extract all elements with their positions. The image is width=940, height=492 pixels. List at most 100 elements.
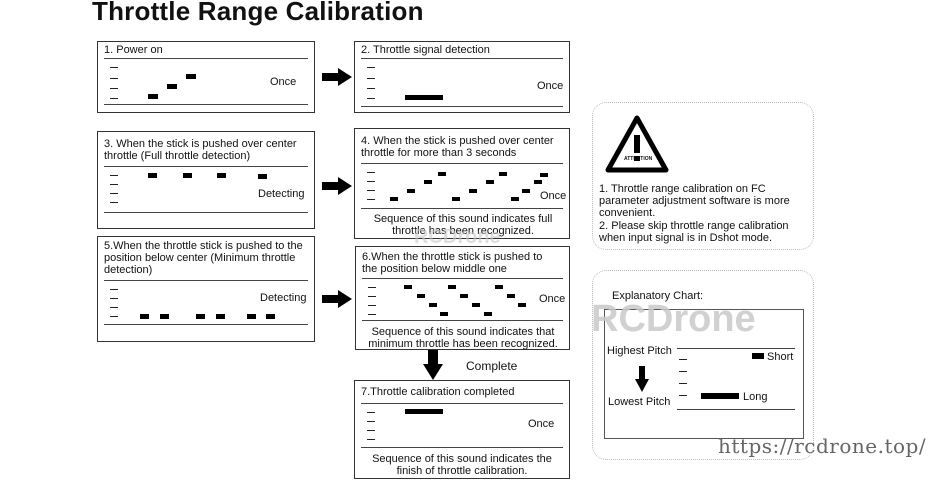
pitch-tick bbox=[110, 202, 118, 203]
right-arrow-icon bbox=[322, 68, 352, 86]
step-6-minimum-throttle-recognized: 6.When the throttle stick is pushed to t… bbox=[355, 246, 570, 350]
step-7-note: Sequence of this sound indicates the fin… bbox=[372, 453, 552, 477]
tone-mark bbox=[484, 312, 492, 316]
pitch-tick bbox=[367, 439, 375, 440]
pitch-tick bbox=[679, 359, 687, 360]
tone-mark bbox=[452, 197, 460, 201]
tone-mark bbox=[160, 314, 169, 319]
long-tone-mark bbox=[701, 393, 739, 399]
pitch-tick bbox=[679, 383, 687, 384]
tone-mark bbox=[390, 197, 398, 201]
pitch-tick bbox=[367, 181, 375, 182]
tone-mark bbox=[424, 180, 432, 184]
divider bbox=[362, 320, 563, 321]
tone-mark bbox=[440, 312, 448, 316]
step-4-title: 4. When the stick is pushed over center … bbox=[361, 135, 554, 159]
tone-mark bbox=[472, 303, 480, 307]
step-4-full-throttle-recognized: 4. When the stick is pushed over center … bbox=[354, 128, 570, 239]
explanatory-title: Explanatory Chart: bbox=[612, 290, 704, 302]
tone-mark-long bbox=[405, 95, 443, 100]
divider bbox=[677, 348, 795, 349]
pitch-tick bbox=[367, 78, 375, 79]
tone-mark bbox=[140, 314, 149, 319]
tone-mark bbox=[438, 172, 446, 176]
attention-icon-text: ATTENTION bbox=[624, 156, 653, 162]
step-3-full-throttle: 3. When the stick is pushed over center … bbox=[97, 131, 315, 229]
step-5-title: 5.When the throttle stick is pushed to t… bbox=[104, 240, 303, 276]
step-6-status: Once bbox=[539, 293, 566, 305]
tone-mark bbox=[217, 173, 226, 178]
pitch-tick bbox=[367, 98, 375, 99]
pitch-tick bbox=[367, 430, 375, 431]
pitch-tick bbox=[368, 305, 376, 306]
pitch-tick bbox=[367, 88, 375, 89]
tone-mark bbox=[448, 285, 456, 289]
pitch-tick bbox=[367, 67, 375, 68]
tone-mark bbox=[518, 303, 526, 307]
tone-mark bbox=[258, 174, 267, 179]
highest-pitch-label: Highest Pitch bbox=[607, 345, 672, 357]
tone-mark bbox=[167, 84, 177, 89]
divider bbox=[361, 403, 563, 404]
tone-mark bbox=[469, 189, 477, 193]
step-1-status: Once bbox=[270, 76, 297, 88]
divider bbox=[104, 58, 308, 59]
tone-mark bbox=[486, 180, 494, 184]
short-label: Short bbox=[767, 351, 794, 363]
attention-warning-icon bbox=[605, 115, 669, 173]
down-arrow-icon bbox=[635, 366, 649, 392]
watermark-large: RCDrone bbox=[591, 298, 756, 340]
pitch-tick bbox=[368, 296, 376, 297]
step-3-title: 3. When the stick is pushed over center … bbox=[104, 138, 297, 162]
short-tone-mark bbox=[752, 353, 764, 359]
pitch-tick bbox=[110, 78, 118, 79]
lowest-pitch-label: Lowest Pitch bbox=[608, 396, 671, 408]
pitch-tick bbox=[110, 289, 118, 290]
tone-mark-long bbox=[405, 409, 443, 414]
step-4-status: Once bbox=[540, 190, 567, 202]
step-5-minimum-throttle: 5.When the throttle stick is pushed to t… bbox=[97, 236, 315, 342]
step-2-signal-detection: 2. Throttle signal detection Once bbox=[354, 41, 570, 113]
tone-mark bbox=[495, 285, 503, 289]
tone-mark bbox=[148, 94, 158, 99]
tone-mark bbox=[429, 303, 437, 307]
step-3-status: Detecting bbox=[258, 188, 305, 200]
pitch-tick bbox=[367, 421, 375, 422]
pitch-tick bbox=[110, 307, 118, 308]
pitch-tick bbox=[679, 371, 687, 372]
tone-mark bbox=[186, 74, 196, 79]
pitch-tick bbox=[368, 287, 376, 288]
step-2-status: Once bbox=[537, 80, 564, 92]
tone-mark bbox=[196, 314, 205, 319]
tone-mark bbox=[266, 314, 275, 319]
step-7-status: Once bbox=[528, 418, 555, 430]
step-7-calibration-completed: 7.Throttle calibration completed Once Se… bbox=[354, 380, 570, 479]
step-7-title: 7.Throttle calibration completed bbox=[361, 386, 515, 398]
divider bbox=[361, 163, 563, 164]
attention-note-1: 1. Throttle range calibration on FC para… bbox=[599, 183, 790, 219]
right-arrow-icon bbox=[322, 290, 352, 308]
source-url: https://rcdrone.top/ bbox=[718, 434, 927, 458]
long-label: Long bbox=[743, 391, 768, 403]
pitch-tick bbox=[110, 316, 118, 317]
pitch-tick bbox=[367, 412, 375, 413]
watermark-small: RCDrone bbox=[414, 226, 501, 248]
step-1-power-on: 1. Power on Once bbox=[97, 41, 315, 113]
divider bbox=[362, 278, 563, 279]
explanatory-chart bbox=[604, 309, 804, 439]
divider bbox=[104, 166, 308, 167]
tone-mark bbox=[499, 172, 507, 176]
tone-mark bbox=[216, 314, 225, 319]
tone-mark bbox=[417, 294, 425, 298]
step-6-title: 6.When the throttle stick is pushed to t… bbox=[362, 251, 543, 275]
attention-panel: ATTENTION 1. Throttle range calibration … bbox=[592, 102, 814, 250]
divider bbox=[677, 409, 795, 410]
divider bbox=[361, 58, 563, 59]
tone-mark bbox=[534, 180, 542, 184]
tone-mark bbox=[183, 173, 192, 178]
pitch-tick bbox=[110, 298, 118, 299]
pitch-tick bbox=[110, 184, 118, 185]
step-6-note: Sequence of this sound indicates that mi… bbox=[368, 326, 558, 350]
divider bbox=[361, 208, 563, 209]
pitch-tick bbox=[368, 314, 376, 315]
